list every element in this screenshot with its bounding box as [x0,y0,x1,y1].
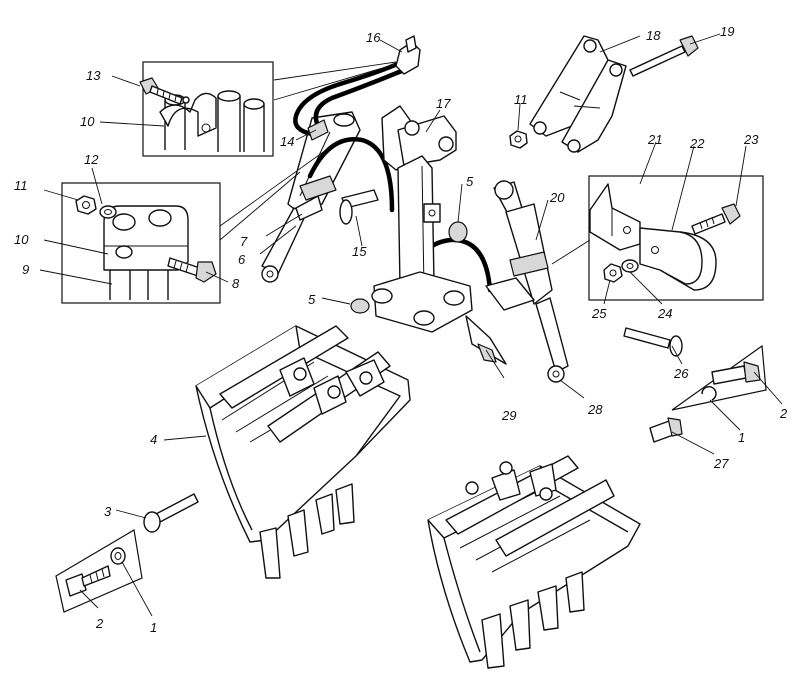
callout-7: 7 [240,234,248,249]
callout-23: 23 [743,132,759,147]
callout-2: 2 [95,616,104,631]
callout-4: 4 [150,432,157,447]
inset-clamp-detail-left [61,182,221,304]
inset-bolt-right [649,344,767,443]
callout-13: 13 [86,68,101,83]
inset-clamp-detail-top [139,61,274,157]
callout-numbers: 16 13 10 14 18 19 11 17 12 11 10 9 8 7 6… [14,24,788,635]
inset-clamp-detail-right [588,175,764,301]
callout-25: 25 [591,306,607,321]
callout-22: 22 [689,136,705,151]
bucket-rear [427,455,641,669]
callout-18: 18 [646,28,661,43]
callout-8: 8 [232,276,240,291]
callout-19: 19 [720,24,734,39]
callout-12: 12 [84,152,99,167]
callout-20: 20 [549,190,565,205]
callout-16: 16 [366,30,381,45]
callout-10: 10 [14,232,29,247]
pin-26 [623,327,683,357]
callout-10: 10 [80,114,95,129]
callout-5: 5 [466,174,474,189]
callout-1: 1 [150,620,157,635]
leader-lines [39,33,783,617]
callout-3: 3 [104,504,112,519]
callout-24: 24 [657,306,672,321]
callout-11: 11 [514,92,528,107]
callout-9: 9 [22,262,29,277]
callout-2: 2 [779,406,788,421]
callout-1: 1 [738,430,745,445]
hydraulic-cylinder-right [485,180,569,383]
hydraulic-cylinder-left [261,111,361,283]
bracket-upper-right [509,35,699,153]
central-mast [339,105,507,365]
callout-21: 21 [647,132,662,147]
callout-29: 29 [501,408,516,423]
callout-17: 17 [436,96,451,111]
callout-11: 11 [14,178,28,193]
inset-bolt-left [55,493,199,613]
callout-15: 15 [352,244,367,259]
callout-6: 6 [238,252,246,267]
callout-28: 28 [587,402,603,417]
callout-14: 14 [280,134,294,149]
callout-5: 5 [308,292,316,307]
bucket-front [195,325,411,579]
callout-27: 27 [713,456,729,471]
callout-26: 26 [673,366,689,381]
